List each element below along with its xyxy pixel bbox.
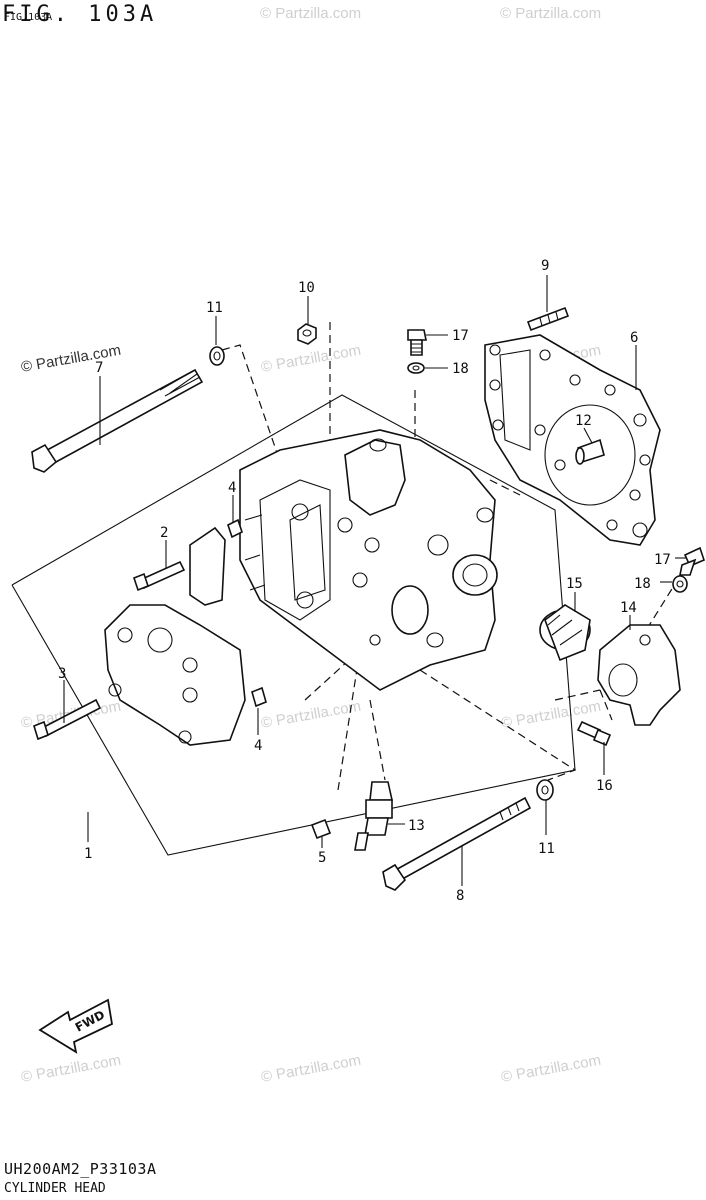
callout-11-upper: 11: [206, 300, 223, 316]
nut-10: [297, 323, 317, 345]
callout-4-upper: 4: [228, 480, 236, 496]
callout-13: 13: [408, 818, 425, 834]
cylinder-head-1: [239, 429, 498, 691]
callout-6: 6: [630, 330, 638, 346]
washer-11-upper: [209, 346, 225, 366]
bracket: [189, 526, 226, 606]
watermark: © Partzilla.com: [20, 1052, 122, 1086]
callout-2: 2: [160, 525, 168, 541]
callout-9: 9: [541, 258, 549, 274]
callout-3: 3: [58, 666, 66, 682]
bolt-7: [31, 368, 204, 473]
callout-18-upper: 18: [452, 361, 469, 377]
bolt-8: [382, 796, 532, 891]
dowel-4-lower: [251, 686, 267, 708]
watermark: © Partzilla.com: [260, 1052, 362, 1086]
callouts: 1 2 3 4 4 5 6 7 8 9 10 11 11 12 13 14 15…: [58, 258, 671, 904]
callout-14: 14: [620, 600, 637, 616]
fwd-arrow: FWD: [38, 998, 113, 1054]
watermark: © Partzilla.com: [20, 342, 122, 376]
watermark: © Partzilla.com: [260, 698, 362, 732]
bolt-16: [576, 720, 612, 747]
callout-11-lower: 11: [538, 841, 555, 857]
dowel-12: [575, 438, 605, 465]
washer-11-lower: [536, 779, 554, 801]
callout-17-upper: 17: [452, 328, 469, 344]
leader-lines: [63, 275, 686, 886]
callout-4-lower: 4: [254, 738, 262, 754]
bolt-2: [133, 560, 186, 592]
figure-title: FIG. 103A: [2, 2, 158, 27]
diagram-name: CYLINDER HEAD: [4, 1181, 106, 1196]
bolt-3: [33, 698, 102, 741]
callout-18-lower: 18: [634, 576, 651, 592]
washer-18-upper: [407, 362, 425, 374]
callout-8: 8: [456, 888, 464, 904]
spark-plug-13: [354, 781, 393, 851]
callout-7: 7: [95, 360, 103, 376]
washer-18-lower: [672, 575, 688, 593]
callout-10: 10: [298, 280, 315, 296]
dowel-5: [310, 818, 332, 840]
figure-subtitle: FIG.103A: [4, 12, 53, 23]
watermark: © Partzilla.com: [260, 342, 362, 376]
thermostat-15: [539, 604, 591, 662]
gasket-6: [484, 334, 661, 546]
callout-17-lower: 17: [654, 552, 671, 568]
watermark: © Partzilla.com: [500, 5, 601, 22]
callout-12: 12: [575, 413, 592, 429]
dowel-4-upper: [227, 518, 243, 539]
watermark: © Partzilla.com: [260, 5, 361, 22]
callout-1: 1: [84, 846, 92, 862]
callout-16: 16: [596, 778, 613, 794]
stud-9: [526, 306, 570, 332]
bolt-17-upper: [407, 329, 427, 356]
callout-15: 15: [566, 576, 583, 592]
bolt-17-lower: [679, 546, 705, 576]
watermark: © Partzilla.com: [500, 1052, 602, 1086]
diagram-code: UH200AM2_P33103A: [4, 1160, 157, 1178]
callout-5: 5: [318, 850, 326, 866]
thermostat-cover-14: [597, 624, 681, 726]
cylinder-head-cover: [104, 604, 246, 746]
